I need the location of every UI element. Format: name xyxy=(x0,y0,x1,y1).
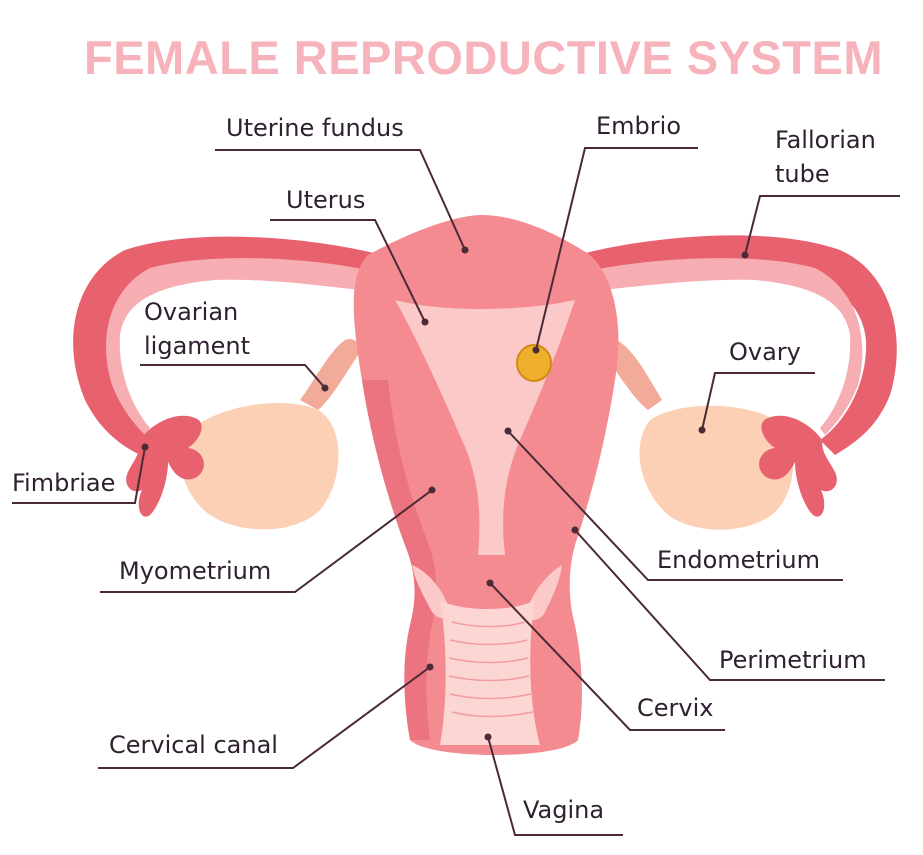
label-ovarian-ligament-line2: ligament xyxy=(144,332,251,360)
label-uterus: Uterus xyxy=(286,186,366,214)
leader-fallorian-tube xyxy=(744,195,900,256)
leader-lines xyxy=(12,147,900,836)
leader-perimetrium xyxy=(574,529,885,681)
cervix-fold-right xyxy=(527,565,562,621)
leader-cervical-canal xyxy=(98,666,431,769)
label-embrio: Embrio xyxy=(596,112,681,140)
leader-dots xyxy=(141,246,749,741)
leader-uterine-fundus xyxy=(215,149,466,251)
vagina-canal xyxy=(440,600,540,745)
label-ovarian-ligament-line1: Ovarian xyxy=(144,298,239,326)
label-cervix: Cervix xyxy=(637,694,714,722)
label-fallorian-tube-line1: Fallorian xyxy=(775,126,876,154)
label-vagina: Vagina xyxy=(523,796,605,824)
diagram-title: FEMALE REPRODUCTIVE SYSTEM xyxy=(83,31,883,84)
label-ovary: Ovary xyxy=(729,338,801,366)
vagina-rugae xyxy=(448,621,534,718)
leader-ovarian-ligament xyxy=(140,364,326,389)
leader-embrio xyxy=(535,147,698,351)
uterus-shadow xyxy=(362,380,437,740)
leader-ovary xyxy=(701,372,815,431)
uterus xyxy=(353,215,619,755)
ovarian-ligaments xyxy=(300,339,662,410)
label-uterine-fundus: Uterine fundus xyxy=(226,114,404,142)
label-fimbriae: Fimbriae xyxy=(12,469,116,497)
label-perimetrium: Perimetrium xyxy=(719,646,867,674)
leader-uterus xyxy=(270,219,426,323)
leader-fimbriae xyxy=(12,446,146,504)
left-fimbriae xyxy=(126,415,204,517)
leader-cervix xyxy=(489,582,725,731)
right-fimbriae xyxy=(759,415,837,517)
label-fallorian-tube-line2: tube xyxy=(775,160,830,188)
leader-vagina xyxy=(487,736,623,836)
fimbriae xyxy=(126,415,837,517)
ovaries xyxy=(180,402,794,530)
label-myometrium: Myometrium xyxy=(119,557,272,585)
embryo-icon xyxy=(516,344,552,382)
leader-myometrium xyxy=(100,489,433,593)
right-ovary xyxy=(639,405,794,530)
cervix-fold-left xyxy=(412,565,449,619)
left-ovary xyxy=(180,402,339,530)
label-cervical-canal: Cervical canal xyxy=(109,731,278,759)
leader-endometrium xyxy=(507,430,843,581)
label-endometrium: Endometrium xyxy=(657,546,820,574)
